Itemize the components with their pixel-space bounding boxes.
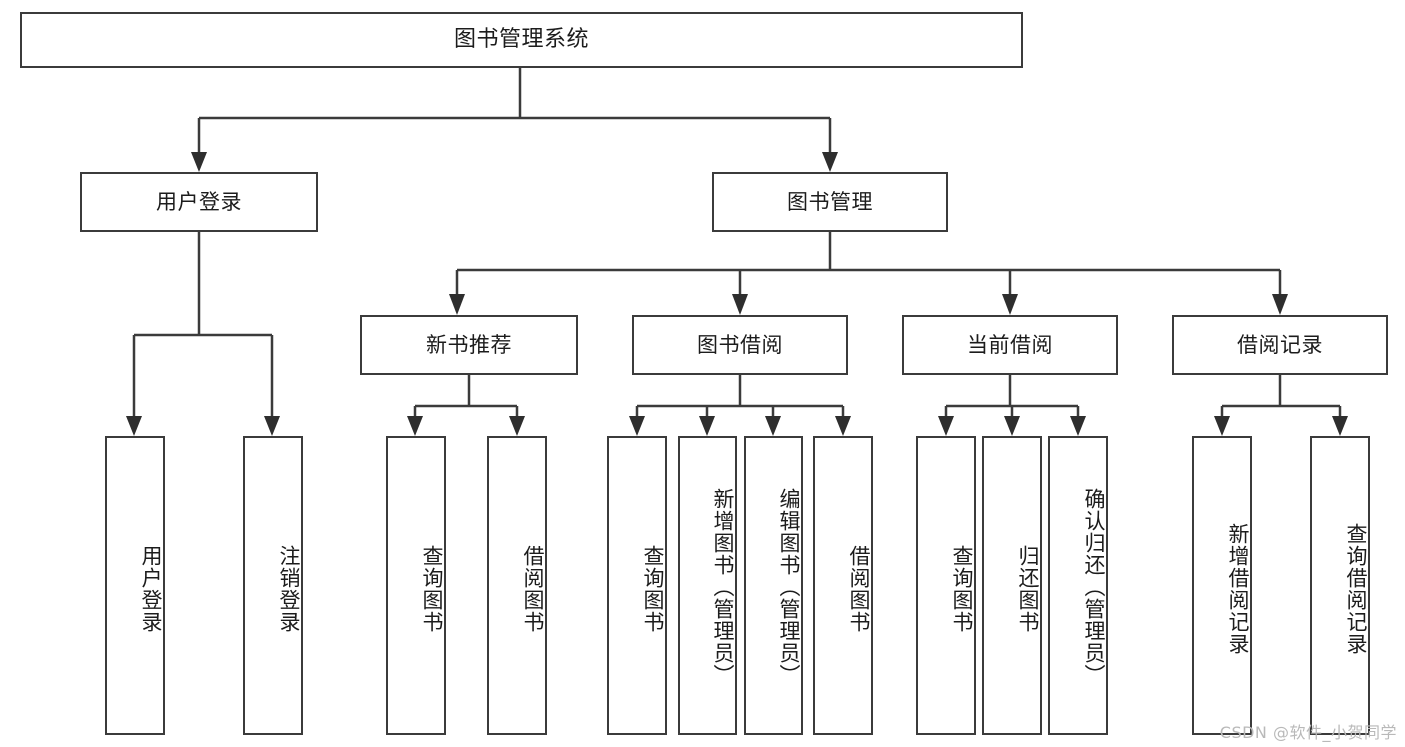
- node-current-borrow-label: 当前借阅: [967, 332, 1053, 357]
- node-leaf-query-record-label: 查询借阅记录: [1344, 522, 1368, 655]
- node-leaf-add-book-label: 新增图书（管理员）: [711, 487, 735, 686]
- node-leaf-query-record[interactable]: 查询借阅记录: [1310, 436, 1370, 735]
- node-leaf-user-login[interactable]: 用户登录: [105, 436, 165, 735]
- node-leaf-add-record-label: 新增借阅记录: [1226, 522, 1250, 655]
- node-book-manage[interactable]: 图书管理: [712, 172, 948, 232]
- node-leaf-borrow-book-2-label: 借阅图书: [847, 544, 871, 633]
- arrowhead-book-borrow: [732, 294, 748, 315]
- arrowhead-leaf-user-login: [126, 416, 142, 436]
- node-borrow-record[interactable]: 借阅记录: [1172, 315, 1388, 375]
- node-leaf-query-book-2-label: 查询图书: [641, 544, 665, 633]
- node-leaf-confirm-return[interactable]: 确认归还（管理员）: [1048, 436, 1108, 735]
- node-root-label: 图书管理系统: [453, 27, 589, 53]
- node-leaf-query-book-3[interactable]: 查询图书: [916, 436, 976, 735]
- arrowhead-current-borrow: [1002, 294, 1018, 315]
- node-root[interactable]: 图书管理系统: [20, 12, 1023, 68]
- node-leaf-return-book-label: 归还图书: [1016, 544, 1040, 633]
- node-leaf-query-book-3-label: 查询图书: [950, 544, 974, 633]
- arrowhead-borrow-record: [1272, 294, 1288, 315]
- node-leaf-borrow-book-1[interactable]: 借阅图书: [487, 436, 547, 735]
- arrowhead-leaf-borrow-book-2: [835, 416, 851, 436]
- node-leaf-borrow-book-1-label: 借阅图书: [521, 544, 545, 633]
- node-leaf-user-login-label: 用户登录: [139, 544, 163, 633]
- node-user-login-label: 用户登录: [156, 189, 242, 214]
- arrowhead-leaf-add-record: [1214, 416, 1230, 436]
- node-book-borrow[interactable]: 图书借阅: [632, 315, 848, 375]
- node-leaf-borrow-book-2[interactable]: 借阅图书: [813, 436, 873, 735]
- csdn-watermark: CSDN @软件_小贺同学: [1219, 723, 1397, 742]
- node-leaf-logout[interactable]: 注销登录: [243, 436, 303, 735]
- arrowhead-book-manage: [822, 152, 838, 172]
- arrowhead-leaf-logout: [264, 416, 280, 436]
- arrowhead-leaf-confirm-return: [1070, 416, 1086, 436]
- arrowhead-leaf-edit-book: [765, 416, 781, 436]
- node-new-book-recommend-label: 新书推荐: [426, 332, 512, 357]
- arrowhead-leaf-borrow-book-1: [509, 416, 525, 436]
- node-leaf-return-book[interactable]: 归还图书: [982, 436, 1042, 735]
- node-leaf-logout-label: 注销登录: [277, 544, 301, 633]
- node-leaf-query-book-1[interactable]: 查询图书: [386, 436, 446, 735]
- node-leaf-query-book-1-label: 查询图书: [420, 544, 444, 633]
- node-leaf-add-record[interactable]: 新增借阅记录: [1192, 436, 1252, 735]
- node-leaf-edit-book-label: 编辑图书（管理员）: [777, 487, 801, 686]
- arrowhead-leaf-add-book: [699, 416, 715, 436]
- arrowhead-leaf-query-record: [1332, 416, 1348, 436]
- node-leaf-query-book-2[interactable]: 查询图书: [607, 436, 667, 735]
- arrowhead-user-login: [191, 152, 207, 172]
- arrowhead-leaf-return-book: [1004, 416, 1020, 436]
- node-user-login[interactable]: 用户登录: [80, 172, 318, 232]
- arrowhead-leaf-query-book-3: [938, 416, 954, 436]
- node-leaf-confirm-return-label: 确认归还（管理员）: [1082, 487, 1106, 686]
- node-new-book-recommend[interactable]: 新书推荐: [360, 315, 578, 375]
- node-borrow-record-label: 借阅记录: [1237, 332, 1323, 357]
- node-book-borrow-label: 图书借阅: [697, 332, 783, 357]
- arrowhead-leaf-query-book-2: [629, 416, 645, 436]
- node-leaf-edit-book[interactable]: 编辑图书（管理员）: [744, 436, 803, 735]
- node-current-borrow[interactable]: 当前借阅: [902, 315, 1118, 375]
- node-leaf-add-book[interactable]: 新增图书（管理员）: [678, 436, 737, 735]
- node-book-manage-label: 图书管理: [787, 189, 873, 214]
- arrowhead-new-book-recommend: [449, 294, 465, 315]
- arrowhead-leaf-query-book-1: [407, 416, 423, 436]
